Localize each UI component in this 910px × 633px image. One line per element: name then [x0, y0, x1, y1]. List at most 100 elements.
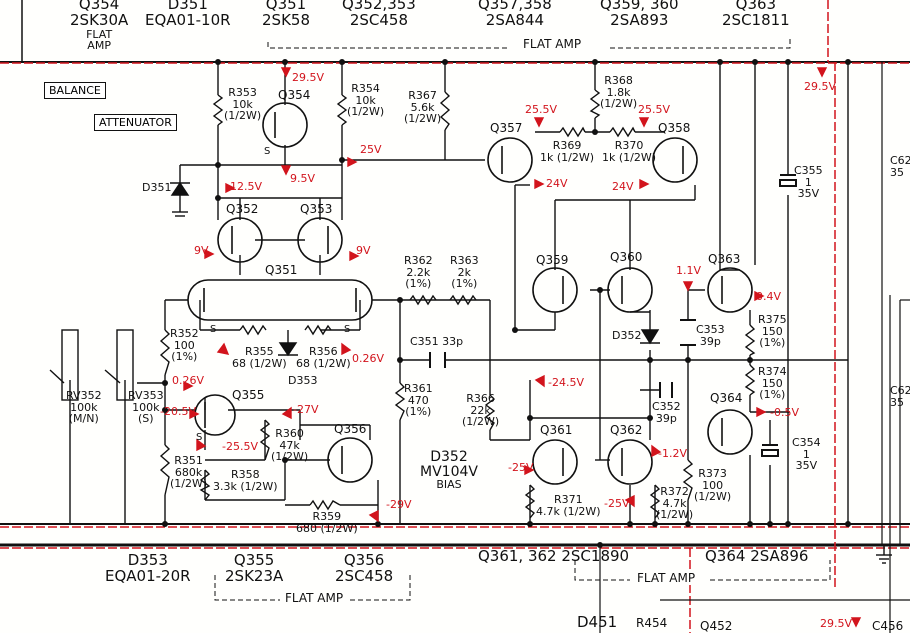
voltage-label: -25V — [508, 461, 534, 474]
label-line: R353 — [228, 86, 257, 99]
footer-line: EQA01-20R — [105, 566, 191, 585]
header-q351-line: 2SK58 — [262, 10, 310, 29]
capacitors — [429, 174, 797, 457]
label-line: 100k — [132, 400, 160, 414]
voltage-label: 9.5V — [290, 172, 316, 185]
voltage-label: -25V — [604, 497, 630, 510]
header-q354-line: Q354 — [78, 0, 120, 13]
voltage-label: 12.5V — [230, 180, 263, 193]
header-q357: Q357,358 2SA844 — [478, 0, 552, 29]
label-line: R356 — [309, 345, 338, 358]
label-line: 680 (1/2W) — [296, 521, 358, 535]
label-line: (1%) — [171, 350, 198, 364]
voltage-label: 29.5V — [820, 617, 853, 630]
label-c351: C351 33p — [410, 336, 463, 348]
voltage-label: -1.2V — [658, 447, 687, 460]
footer-d451: D451 — [577, 614, 617, 631]
footer-line: Q356 — [343, 551, 385, 569]
transistors — [187, 102, 753, 485]
label-line: 150 — [761, 324, 783, 338]
label-line: (1/2W) — [170, 477, 208, 491]
label-line: 680k — [174, 465, 203, 479]
label-line: C354 — [792, 436, 821, 449]
voltage-label: -0.5V — [770, 406, 799, 419]
voltage-label: 24V — [612, 180, 634, 193]
header-q357-line: 2SA844 — [485, 10, 545, 29]
label-line: C352 — [652, 400, 681, 413]
label-line: 1 — [802, 447, 810, 461]
label-line: R371 — [553, 493, 583, 506]
label-line: (1%) — [759, 388, 786, 402]
resistors — [49, 89, 756, 519]
label-line: R374 — [758, 365, 787, 378]
header-q354-line: 2SK30A — [70, 10, 129, 29]
header-flat-amp-text: FLAT AMP — [523, 37, 582, 51]
label-line: R363 — [450, 254, 479, 267]
label-line: RV352 — [66, 389, 102, 402]
voltage-label: -24.5V — [548, 376, 584, 389]
balance-label: BALANCE — [44, 82, 106, 99]
label-line: (1%) — [451, 277, 478, 291]
label-line: (S) — [137, 412, 154, 426]
label-line: MV104V — [420, 463, 478, 480]
footer-line: C456 — [872, 619, 904, 633]
pin-label-s: S — [264, 146, 271, 157]
label-line: RV353 — [128, 389, 164, 402]
header-d351-line: D351 — [167, 0, 208, 13]
label-line: 100 — [702, 478, 724, 492]
voltage-label: -29V — [386, 498, 412, 511]
header-q359-line: Q359, 360 — [600, 0, 679, 13]
attenuator-label: ATTENUATOR — [94, 114, 177, 131]
label-line: R366 — [466, 392, 495, 405]
label-line: 2.2k — [406, 265, 431, 279]
label-line: R375 — [758, 313, 787, 326]
label-line: (1/2W) — [347, 105, 385, 119]
footer-line: Q361, 362 2SC1890 — [478, 547, 630, 565]
voltage-label: -27V — [293, 403, 319, 416]
label-line: 10k — [232, 97, 253, 111]
header-q352: Q352,353 2SC458 — [342, 0, 416, 29]
voltage-label: 25.5V — [525, 103, 558, 116]
label-line: 1k (1/2W) — [602, 150, 657, 164]
transistor-label-q359: Q359 — [536, 253, 569, 267]
label-line: (1/2W) — [224, 109, 262, 123]
header-q354-line: AMP — [87, 39, 111, 53]
header-brackets — [214, 38, 831, 601]
label-line: 3.3k (1/2W) — [213, 479, 278, 493]
label-line: C353 — [696, 323, 725, 336]
label-line: C62 — [890, 384, 910, 397]
label-line: R354 — [351, 82, 380, 95]
voltage-label: 24V — [546, 177, 568, 190]
label-line: (1/2W) — [271, 450, 309, 464]
footer-flat-amp-right: FLAT AMP — [634, 572, 699, 585]
label-line: R368 — [604, 74, 633, 87]
label-line: BIAS — [436, 478, 462, 492]
label-line: 150 — [761, 376, 783, 390]
label-line: (1/2W) — [600, 97, 638, 111]
label-line: 39p — [699, 334, 721, 348]
transistor-label-q362: Q362 — [610, 423, 643, 437]
header-q352-line: Q352,353 — [342, 0, 416, 13]
voltage-label: 0.26V — [352, 352, 385, 365]
label-line: R361 — [404, 382, 433, 395]
label-line: (M/N) — [68, 412, 99, 426]
label-line: C62 — [890, 154, 910, 167]
label-line: R369 — [552, 139, 582, 152]
label-line: R372 — [660, 485, 689, 498]
footer-line: 2SC458 — [335, 566, 394, 585]
header-q351: Q351 2SK58 — [262, 0, 310, 29]
